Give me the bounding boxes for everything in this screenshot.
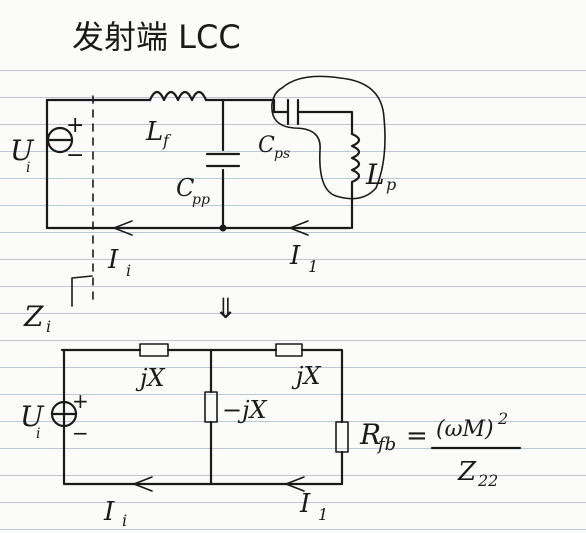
ruled-line (0, 529, 586, 530)
inductor-lf-label-sub: f (162, 131, 172, 150)
current2-i1-label: I (299, 489, 311, 519)
source-plus: + (66, 113, 84, 138)
impedance-zi-label: Z (23, 300, 44, 333)
current2-i1-label-sub: 1 (318, 505, 328, 524)
source2-label: U (20, 400, 45, 433)
impedance-neg-jx-box (204, 391, 218, 423)
coil-enclosure-outline (271, 75, 386, 200)
load-resistor-box (335, 421, 349, 453)
impedance-jx-right-box (275, 343, 303, 357)
ruled-line (0, 502, 586, 503)
ruled-line (0, 259, 586, 260)
current-arrow-i1 (289, 220, 309, 236)
equation-numerator-exp: 2 (497, 409, 508, 428)
capacitor-cpp-label: C (176, 174, 194, 202)
impedance-zi-arrow (71, 275, 93, 307)
current-i1-label-sub: 1 (308, 257, 318, 276)
current-arrow-ii (113, 220, 133, 236)
ruled-line (0, 421, 586, 422)
ruled-line (0, 205, 586, 206)
ruled-line (0, 232, 586, 233)
circuit1-wire-left-bottom (45, 98, 352, 230)
page-title: 发射端 LCC (72, 18, 241, 56)
inductor-lf-symbol (148, 90, 208, 102)
source2-minus: − (72, 421, 89, 445)
ruled-line (0, 70, 586, 71)
capacitor-cps-symbol (272, 98, 354, 136)
circuit2-wire-top (60, 348, 344, 424)
ruled-line (0, 367, 586, 368)
circuit-1: U i + − L f C pp C ps L p I i I 1 (10, 75, 396, 301)
equation-denominator-sub: 22 (477, 471, 498, 490)
equation-equals: = (406, 421, 428, 451)
ruled-line (0, 313, 586, 314)
impedance-jx-left-label: jX (135, 364, 165, 392)
current-i1-label: I (289, 241, 301, 271)
ruled-line (0, 448, 586, 449)
load-rfb-label: R (359, 418, 381, 451)
ruled-line (0, 340, 586, 341)
current2-arrow-ii (133, 476, 153, 492)
source2-label-sub: i (36, 426, 40, 442)
junction-node (219, 224, 227, 232)
capacitor-cps-label: C (258, 133, 275, 158)
source2-plus: + (72, 389, 89, 413)
circuit2-wire-right-bottom (62, 348, 344, 486)
load-rfb-label-sub: fb (376, 434, 396, 455)
source-label-sub: i (26, 160, 30, 176)
capacitor-cpp-symbol (205, 98, 241, 230)
ruled-line (0, 475, 586, 476)
current2-arrow-i1 (285, 476, 305, 492)
source-label: U (10, 134, 35, 167)
circuit-2: U i + − jX −jX jX R fb = (ωM) 2 Z 22 I i… (20, 343, 522, 530)
inductor-lp-symbol (350, 132, 361, 230)
ruled-line (0, 394, 586, 395)
equation-numerator: (ωM) (436, 417, 494, 442)
equation-denominator: Z (457, 457, 477, 487)
current-ii-label: I (107, 245, 119, 275)
ruled-line (0, 178, 586, 179)
impedance-jx-left-box (139, 343, 169, 357)
capacitor-cpp-label-sub: pp (192, 192, 210, 208)
capacitor-cps-label-sub: ps (274, 146, 290, 162)
source-minus: − (66, 143, 84, 168)
ruled-line (0, 286, 586, 287)
impedance-neg-jx-label: −jX (222, 396, 268, 424)
impedance-jx-right-label: jX (291, 362, 321, 390)
inductor-lp-label-sub: p (386, 175, 396, 194)
ruled-line (0, 124, 586, 125)
ruled-line (0, 97, 586, 98)
inductor-lf-label: L (145, 117, 163, 147)
current-ii-label-sub: i (126, 261, 131, 280)
ruled-line (0, 151, 586, 152)
current2-ii-label: I (103, 497, 115, 527)
current2-ii-label-sub: i (122, 511, 127, 530)
equivalence-arrow: ⇓ (214, 292, 237, 325)
impedance-zi-label-sub: i (46, 317, 51, 336)
impedance-zi: Z i (23, 275, 93, 336)
inductor-lp-label: L (365, 158, 385, 191)
